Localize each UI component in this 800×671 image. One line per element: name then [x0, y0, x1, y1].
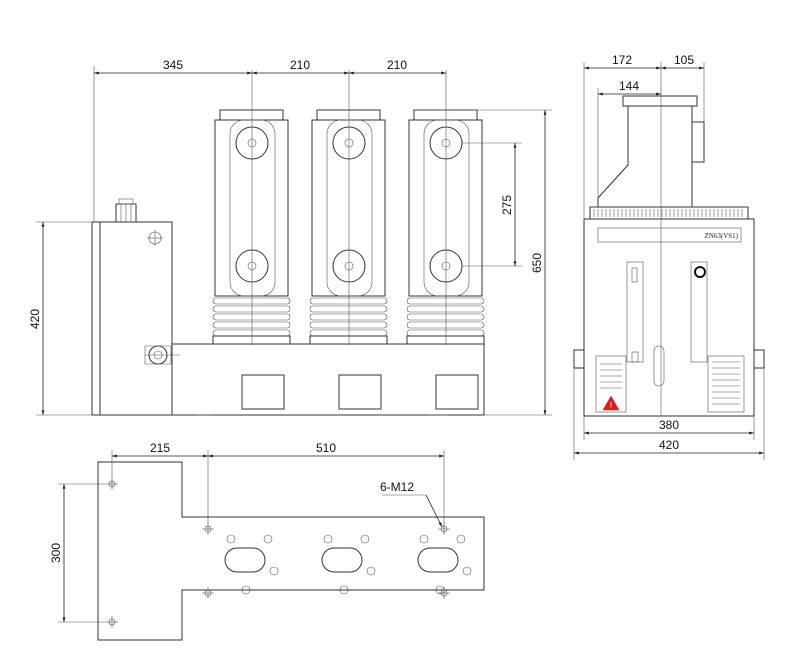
dim-275: 275 — [500, 195, 514, 215]
dim-650: 650 — [530, 253, 544, 273]
front-panel — [583, 218, 755, 417]
dim-215: 215 — [150, 441, 170, 455]
base-plan: 215 510 300 6-M12 — [49, 441, 485, 641]
svg-text:!: ! — [610, 401, 612, 410]
indicator-lamp — [694, 266, 706, 278]
breaker-base — [171, 343, 485, 416]
base-plate-outline — [97, 461, 485, 641]
dim-510: 510 — [316, 441, 336, 455]
model-label: ZN63(VS1) — [705, 232, 739, 240]
warning-icon — [602, 395, 620, 411]
pole-2 — [309, 109, 388, 345]
dim-420-side: 420 — [659, 438, 679, 452]
mechanism-cabinet — [91, 221, 173, 416]
dim-210-right: 210 — [387, 58, 407, 72]
thread-callout: 6-M12 — [380, 480, 414, 494]
dim-345: 345 — [163, 58, 183, 72]
dim-172: 172 — [612, 53, 632, 67]
nameplate — [707, 355, 745, 413]
dim-380: 380 — [659, 418, 679, 432]
dim-144: 144 — [619, 79, 639, 93]
warning-label — [595, 355, 627, 413]
pole-1 — [212, 109, 291, 345]
dim-300: 300 — [49, 543, 63, 563]
dim-420-front: 420 — [28, 309, 42, 329]
pole-3 — [406, 109, 485, 345]
side-view: ZN63(VS1) ! — [573, 53, 765, 460]
dim-105: 105 — [674, 53, 694, 67]
dim-210-left: 210 — [290, 58, 310, 72]
front-view: 345 210 210 275 650 420 — [28, 58, 552, 416]
